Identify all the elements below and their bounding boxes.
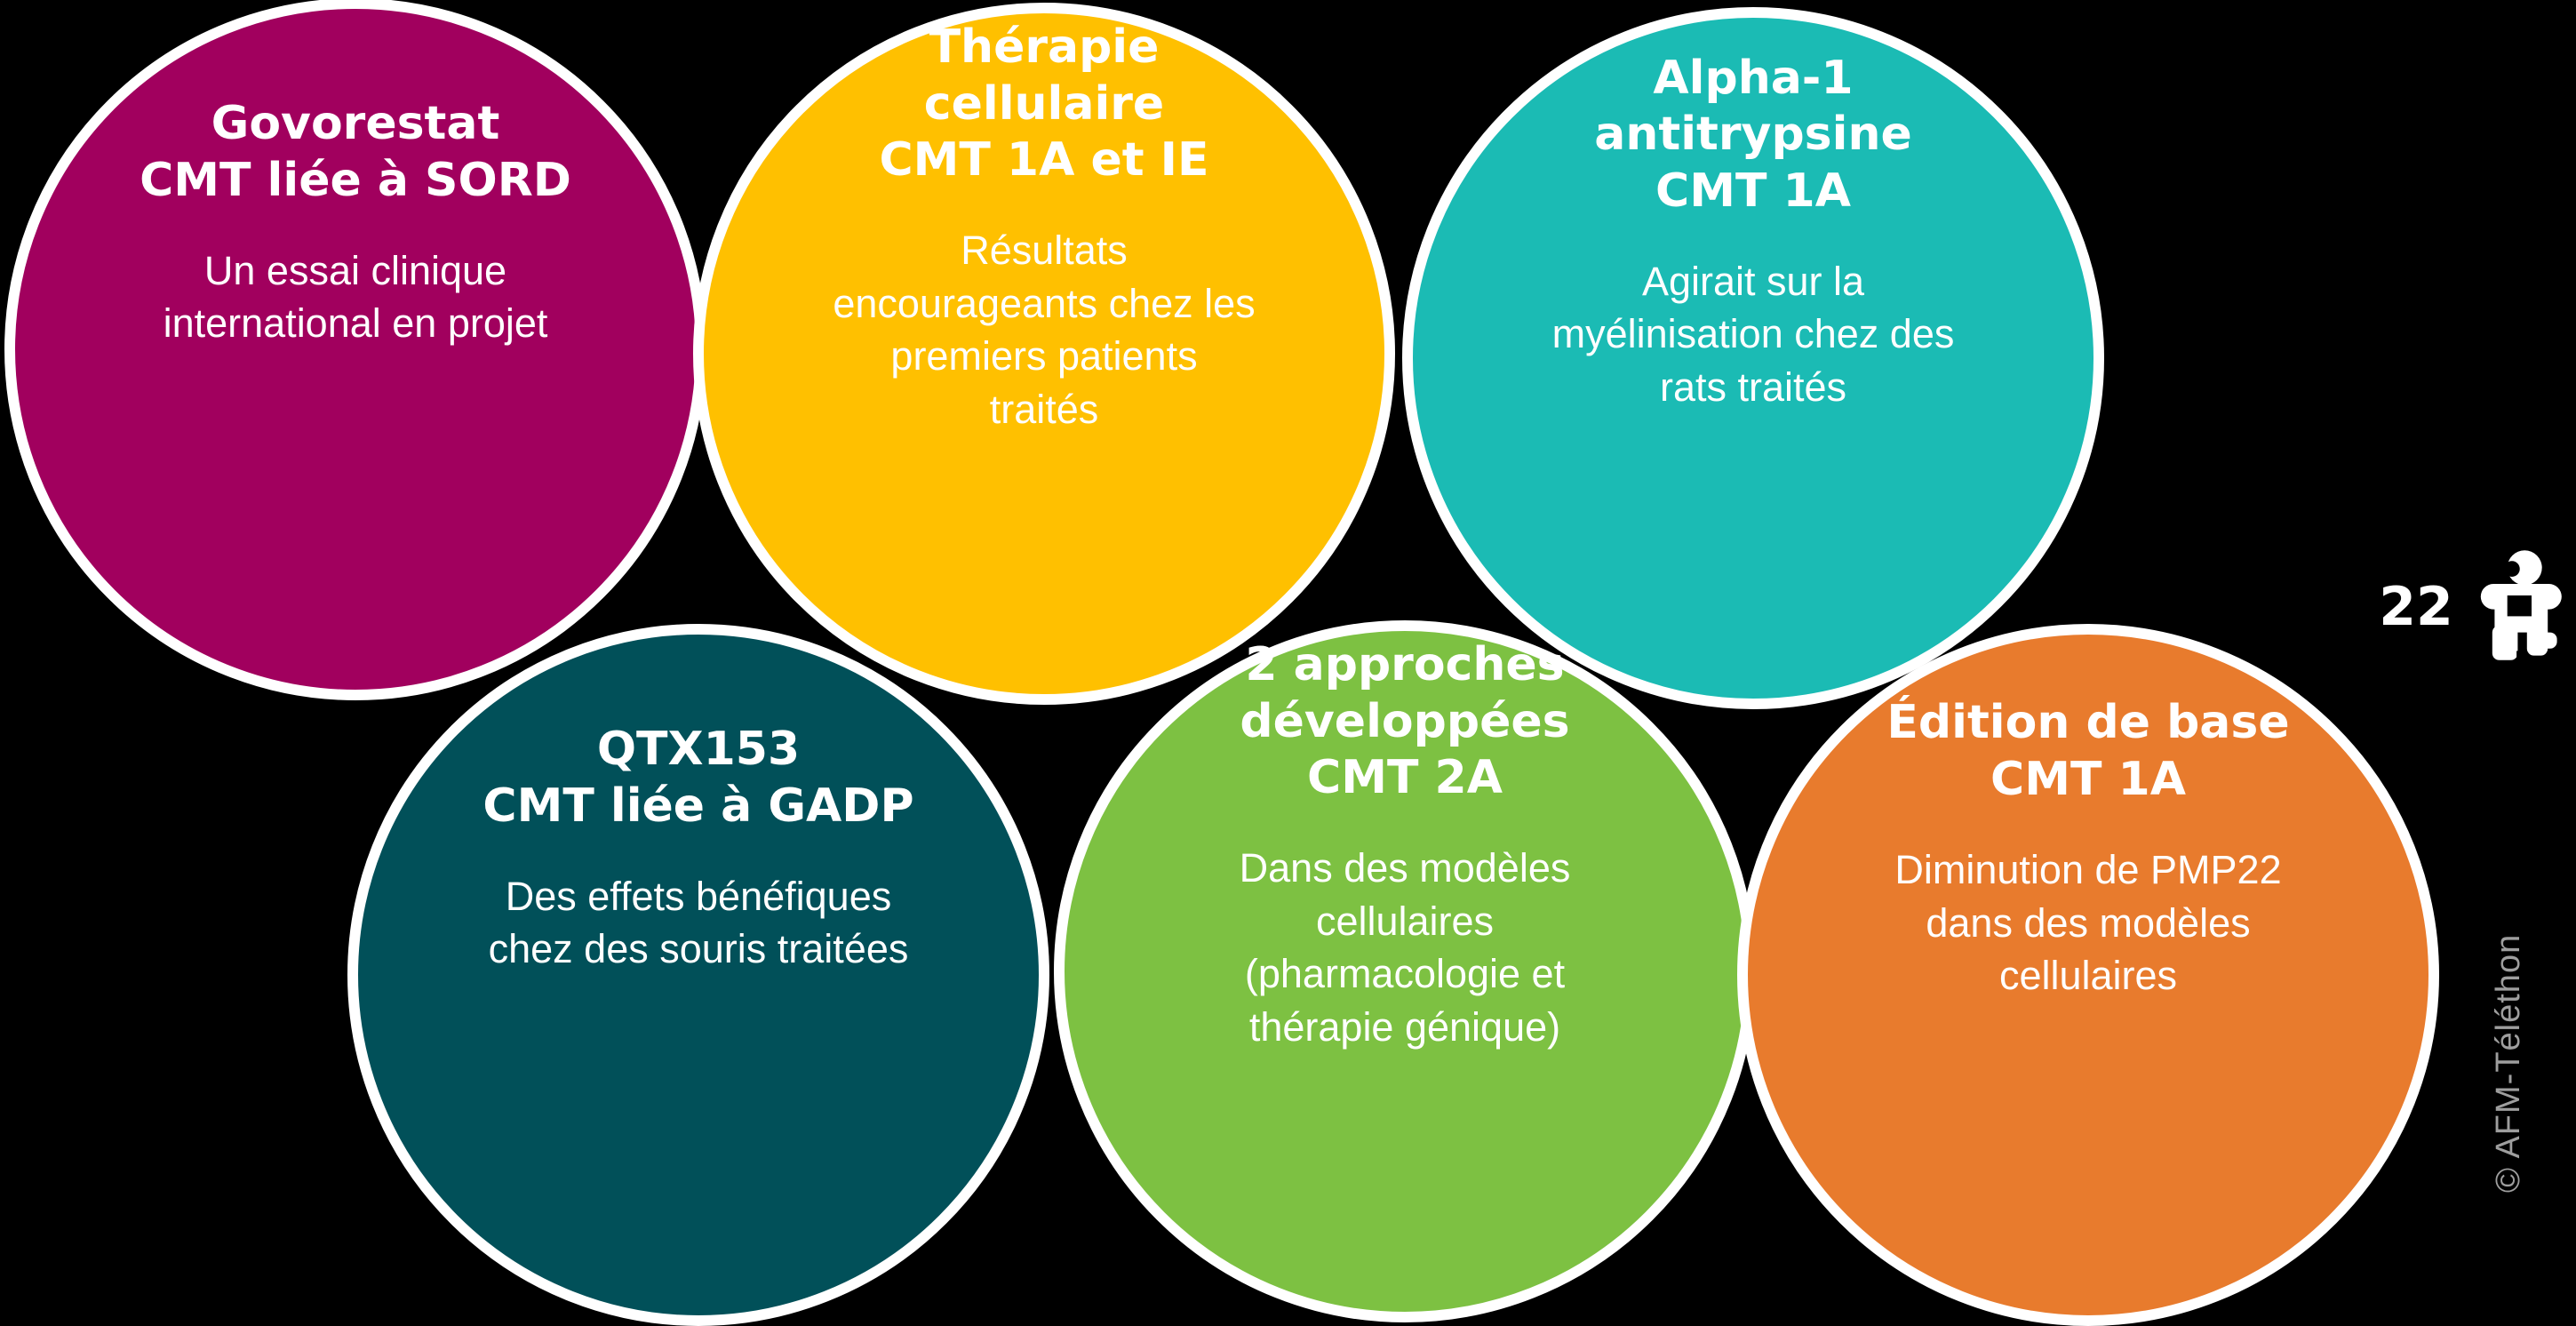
bubble-govorestat: Govorestat CMT liée à SORD Un essai clin… (4, 0, 706, 700)
bubble-deux-approches-cmt2a: 2 approches développées CMT 2A Dans des … (1054, 620, 1756, 1322)
person-icon (2480, 550, 2562, 665)
bubble-alpha-1-antitrypsine: Alpha-1 antitrypsine CMT 1A Agirait sur … (1402, 7, 2104, 709)
bubble-title: Édition de base CMT 1A (1886, 696, 2290, 806)
bubble-subtitle: Résultats encourageants chez les premier… (833, 228, 1256, 432)
bubble-edition-de-base: Édition de base CMT 1A Diminution de PMP… (1737, 624, 2439, 1326)
bubble-qtx153: QTX153 CMT liée à GADP Des effets bénéfi… (347, 624, 1049, 1326)
bubble-subtitle: Diminution de PMP22 dans des modèles cel… (1894, 847, 2282, 999)
bubble-subtitle: Agirait sur la myélinisation chez des ra… (1551, 259, 1955, 410)
bubble-title: Alpha-1 antitrypsine CMT 1A (1594, 51, 1912, 218)
copyright-vertical-text: © AFM-Téléthon (2490, 933, 2527, 1193)
bubble-text-block: Govorestat CMT liée à SORD Un essai clin… (49, 96, 662, 350)
bubble-text-block: Édition de base CMT 1A Diminution de PMP… (1782, 695, 2395, 1002)
page-number: 22 (2379, 576, 2453, 638)
bubble-subtitle: Dans des modèles cellulaires (pharmacolo… (1239, 845, 1571, 1050)
bubble-text-block: Thérapie cellulaire CMT 1A et IE Résulta… (738, 20, 1351, 435)
bubble-title: 2 approches développées CMT 2A (1240, 638, 1570, 804)
bubble-subtitle: Des effets bénéfiques chez des souris tr… (488, 874, 909, 972)
bubble-text-block: Alpha-1 antitrypsine CMT 1A Agirait sur … (1447, 51, 2060, 413)
bubble-title: QTX153 CMT liée à GADP (483, 723, 914, 833)
bubble-text-block: 2 approches développées CMT 2A Dans des … (1098, 637, 1711, 1053)
bubble-therapie-cellulaire: Thérapie cellulaire CMT 1A et IE Résulta… (693, 3, 1395, 705)
bubble-title: Thérapie cellulaire CMT 1A et IE (879, 20, 1209, 187)
bubble-subtitle: Un essai clinique international en proje… (163, 248, 548, 347)
bubble-text-block: QTX153 CMT liée à GADP Des effets bénéfi… (392, 722, 1005, 976)
bubble-title: Govorestat CMT liée à SORD (140, 97, 571, 207)
